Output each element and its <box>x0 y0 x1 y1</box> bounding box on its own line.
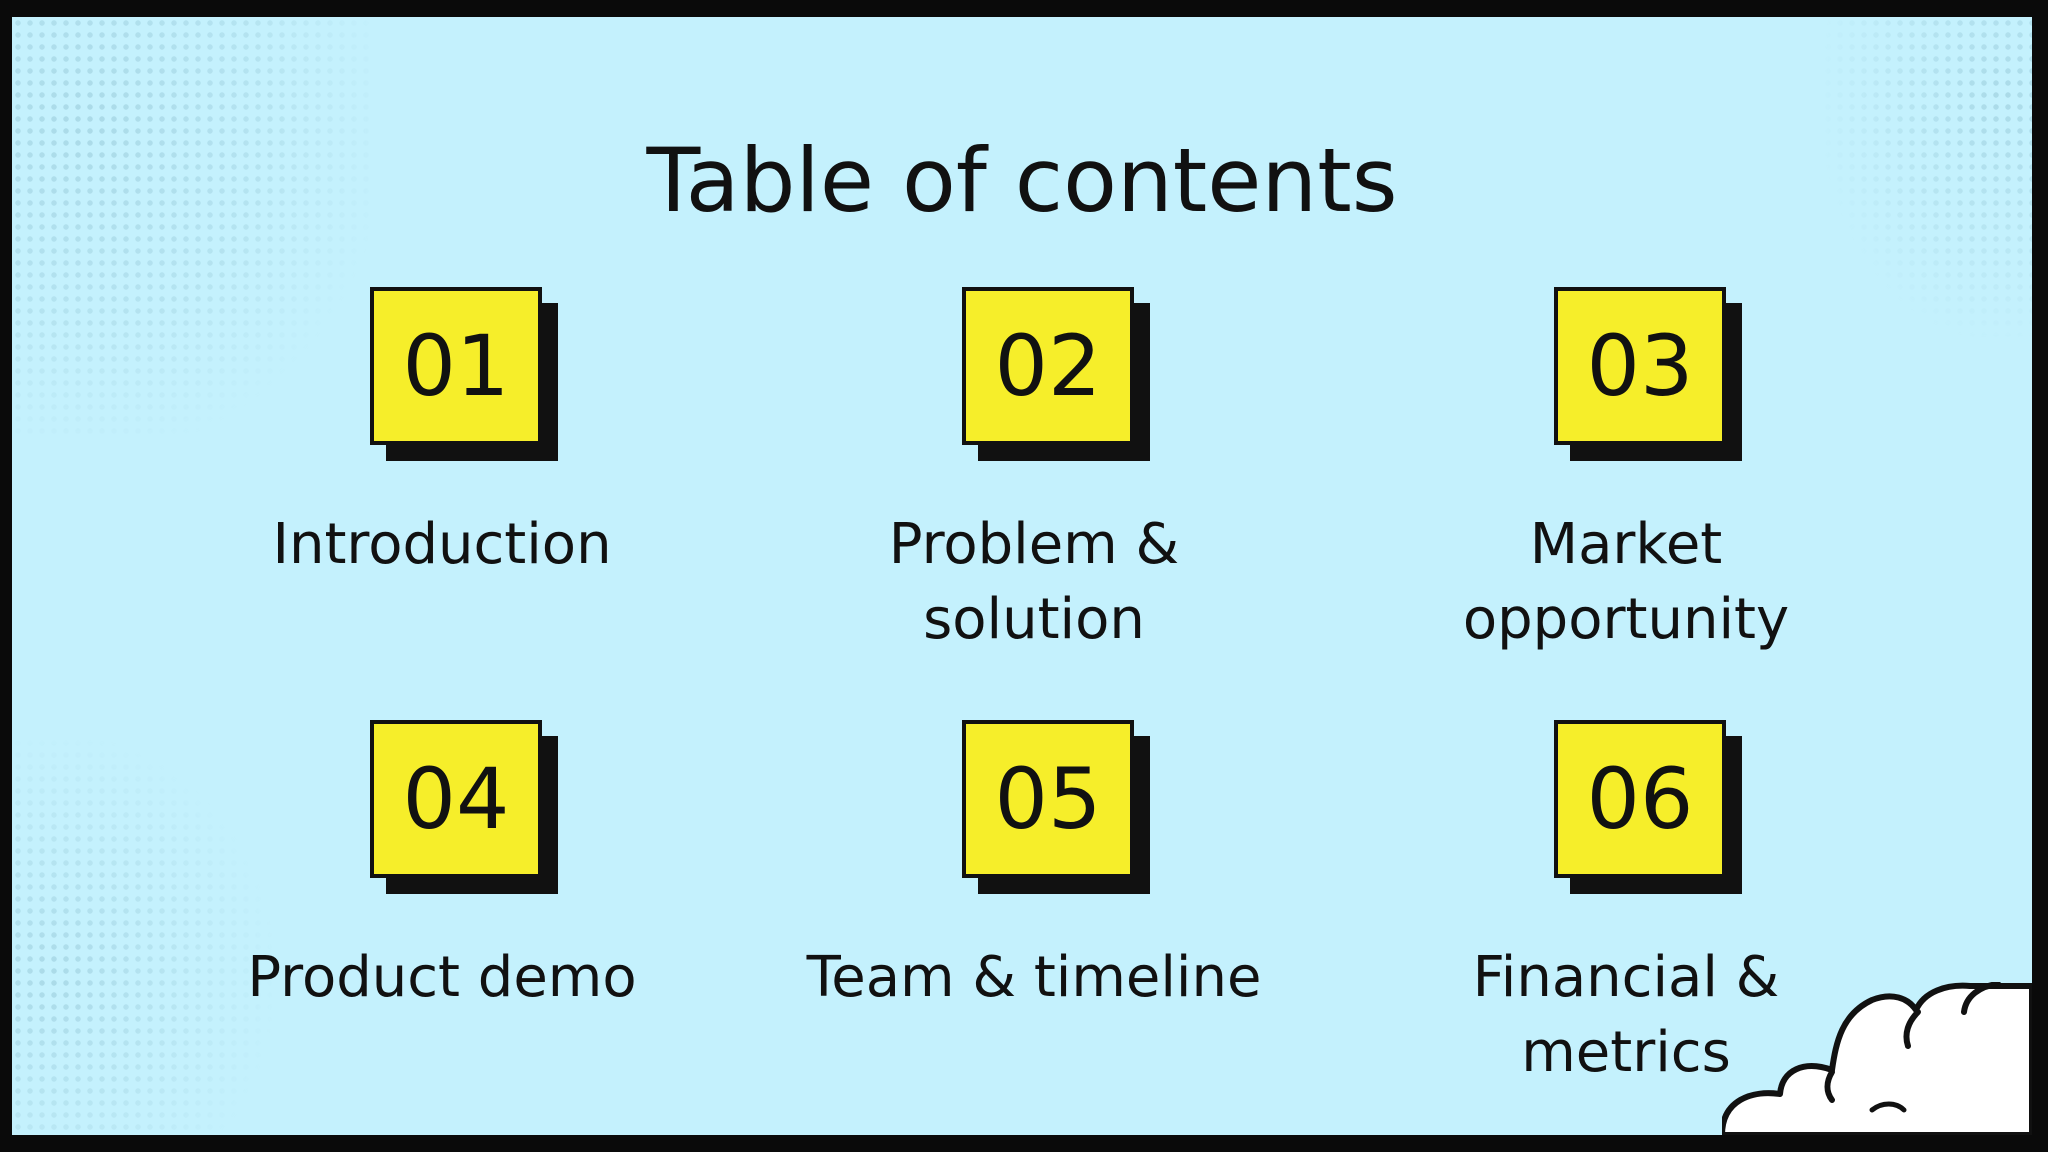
section-number-badge: 03 <box>1554 287 1726 445</box>
section-label: Market opportunity <box>1462 512 1790 652</box>
section-number-badge: 02 <box>962 287 1134 445</box>
section-label: Financial & metrics <box>1472 945 1780 1085</box>
slide-title: Table of contents <box>646 129 1398 232</box>
slide: Table of contents 01 Introduction 02 Pro… <box>12 17 2032 1135</box>
section-number-badge: 05 <box>962 720 1134 878</box>
section-label: Team & timeline <box>806 945 1262 1010</box>
halftone-dots-top-left <box>12 17 372 437</box>
halftone-dots-top-right <box>1822 17 2032 337</box>
section-label: Introduction <box>272 512 612 577</box>
section-label: Problem & solution <box>888 512 1180 652</box>
section-label: Product demo <box>247 945 637 1010</box>
halftone-dots-bottom-left <box>12 737 272 1135</box>
section-number-badge: 04 <box>370 720 542 878</box>
section-number-badge: 06 <box>1554 720 1726 878</box>
cloud-icon <box>1722 982 2032 1135</box>
section-number-badge: 01 <box>370 287 542 445</box>
